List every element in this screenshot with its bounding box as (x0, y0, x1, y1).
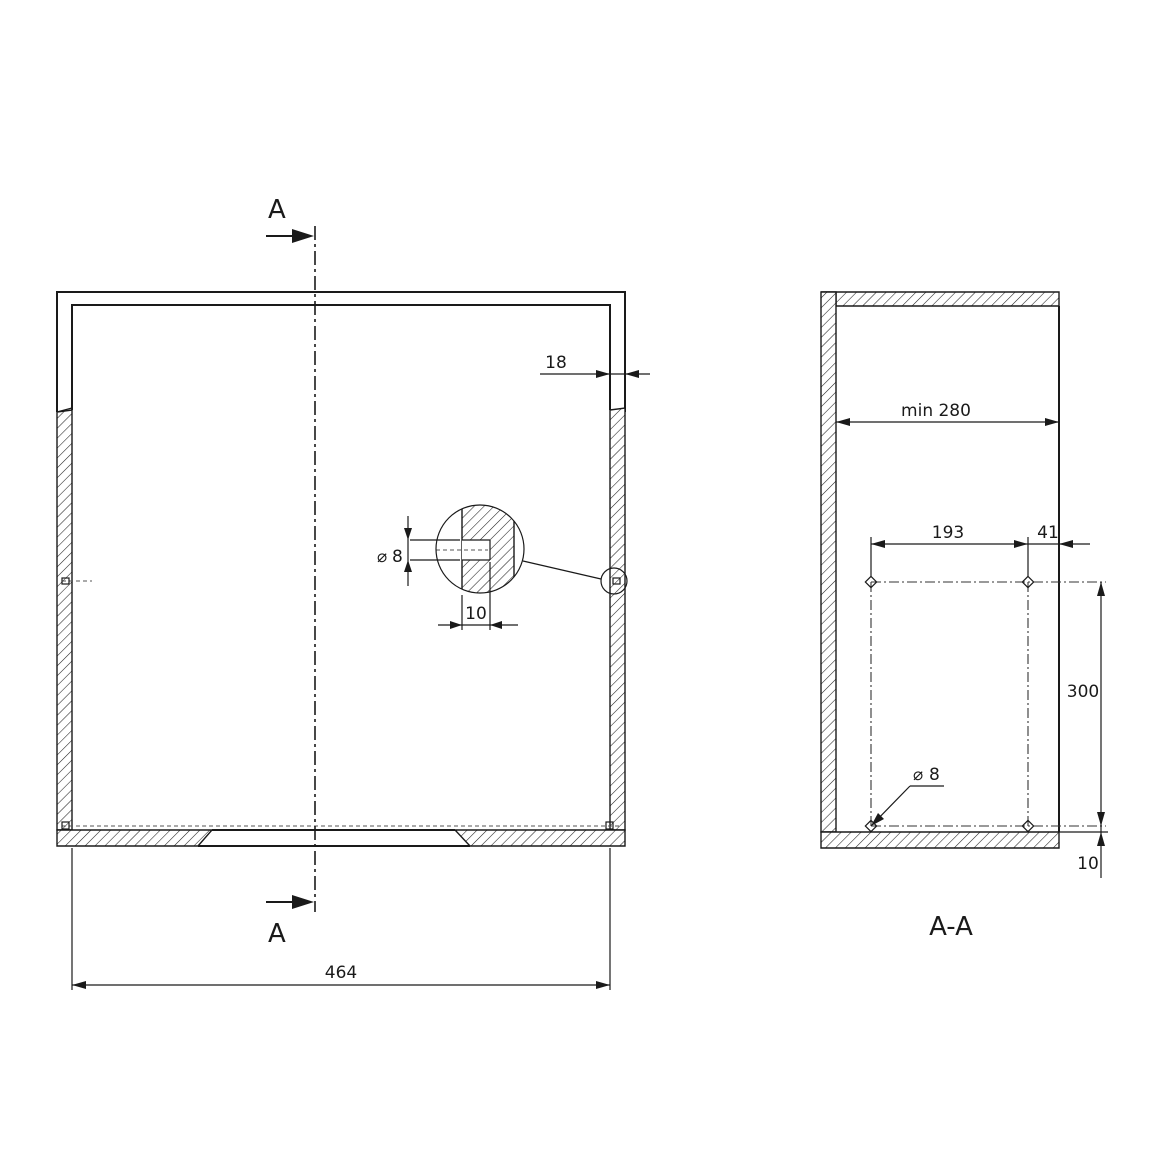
front-hole-left (61, 577, 70, 585)
dim-wall-arrow-right (625, 370, 639, 378)
hole-tr (1021, 575, 1035, 589)
dim-wall-label: 18 (545, 353, 567, 373)
section-view: min 280 193 41 300 10 (820, 291, 1108, 942)
front-bottom-left (56, 829, 214, 847)
front-view: A A 464 18 (56, 195, 650, 990)
hole-br (1021, 819, 1035, 833)
dim-detail-dia-symbol: ⌀ (377, 547, 387, 567)
section-left-wall (820, 291, 837, 833)
section-top-wall (821, 291, 1060, 307)
section-title: A-A (929, 912, 973, 942)
dim-detail-dia-label: 8 (392, 547, 403, 567)
dim-edge-offset-label: 41 (1037, 523, 1059, 543)
front-bottom-right (453, 829, 626, 847)
detail-marker-circle (600, 567, 628, 595)
dim-bottom-offset-label: 10 (1077, 854, 1099, 874)
detail-leader (522, 560, 602, 580)
detail-circle (435, 504, 525, 594)
front-inner-top (71, 304, 611, 410)
dim-hole-spacing-h-label: 193 (932, 523, 964, 543)
dim-hole-spacing-v-label: 300 (1067, 682, 1099, 702)
dim-hole-dia-symbol: ⌀ (913, 765, 923, 785)
section-marker-top: A (268, 195, 286, 225)
detail-view: ⌀ 8 10 (377, 504, 525, 630)
dim-width-arrow-right (596, 981, 610, 989)
front-outline-top (56, 291, 626, 412)
front-left-wall (56, 409, 73, 831)
front-hole-bl (61, 821, 70, 830)
dim-detail-depth-label: 10 (465, 604, 487, 624)
front-hole-right (612, 577, 621, 585)
section-marker-bottom: A (268, 919, 286, 949)
dim-min-depth-label: min 280 (901, 401, 971, 421)
front-hole-br (605, 821, 614, 830)
front-right-wall (609, 407, 626, 831)
section-arrow-top-head (292, 229, 314, 243)
section-arrow-bottom-head (292, 895, 314, 909)
dim-hole-dia-label: 8 (929, 765, 940, 785)
dim-width-label: 464 (325, 963, 357, 983)
hole-tl (864, 575, 878, 589)
dim-wall-arrow-left (596, 370, 610, 378)
front-bottom-gap (198, 829, 470, 847)
dim-width-arrow-left (72, 981, 86, 989)
section-bottom-wall (820, 831, 1060, 849)
